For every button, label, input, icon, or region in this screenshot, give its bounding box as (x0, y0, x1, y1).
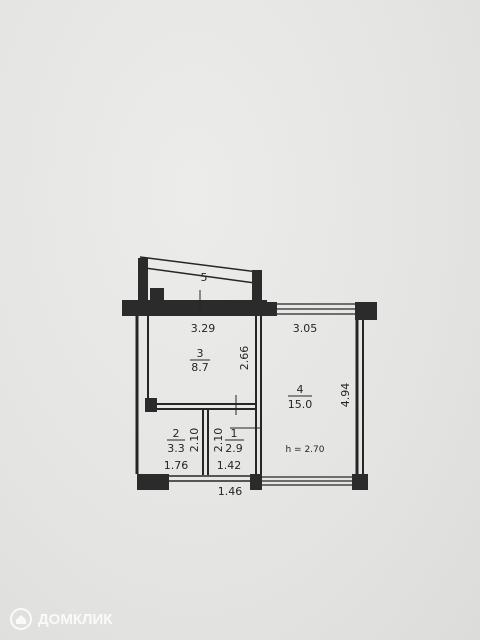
house-logo-icon (10, 608, 32, 630)
dimension-label: 3.05 (293, 322, 318, 335)
room-2-area: 3.3 (167, 442, 185, 455)
room-1-area: 2.9 (225, 442, 243, 455)
room-3-number: 3 (197, 347, 204, 360)
dimension-label: 2.10 (212, 428, 225, 453)
room-2-number: 2 (173, 427, 180, 440)
dimension-label: 1.46 (218, 485, 243, 498)
dimension-label: 2.66 (238, 346, 251, 371)
room-4-area: 15.0 (288, 398, 313, 411)
bottom-wall (137, 474, 368, 490)
top-wall (122, 300, 377, 320)
watermark: ДОМКЛИК (10, 608, 112, 630)
balcony-outline (138, 256, 262, 304)
dimension-label: 1.42 (217, 459, 242, 472)
dimension-label: 2.10 (188, 428, 201, 453)
room-3-area: 8.7 (191, 361, 209, 374)
room-4-number: 4 (297, 383, 304, 396)
watermark-text: ДОМКЛИК (38, 610, 113, 628)
ceiling-height-label: h = 2.70 (285, 445, 324, 455)
dimension-label: 1.76 (164, 459, 189, 472)
dimension-label: 4.94 (339, 383, 352, 408)
interior-walls (145, 316, 262, 475)
outer-walls (135, 316, 364, 474)
room-1-number: 1 (231, 427, 238, 440)
room-5-number: 5 (201, 271, 208, 284)
dimension-label: 3.29 (191, 322, 216, 335)
